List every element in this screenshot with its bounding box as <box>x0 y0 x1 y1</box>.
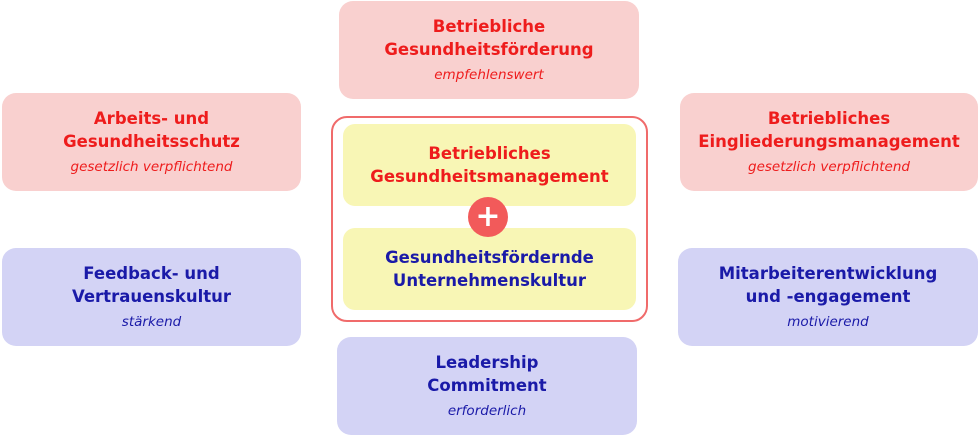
box-subtitle: motivierend <box>787 314 869 330</box>
box-betriebliches-gesundheitsmanagement: Betriebliches Gesundheitsmanagement <box>343 124 636 206</box>
box-title-line: Betriebliches <box>428 144 551 163</box>
box-subtitle: gesetzlich verpflichtend <box>748 159 910 175</box>
box-title-line: Eingliederungsmanagement <box>698 132 960 151</box>
box-title-line: Leadership <box>435 353 539 372</box>
box-betriebliche-gesundheitsfoerderung: Betriebliche Gesundheitsförderung empfeh… <box>339 1 639 99</box>
box-title-line: Vertrauenskultur <box>71 287 231 306</box>
box-title-line: Betriebliche <box>432 17 546 36</box>
box-title-line: Gesundheitsmanagement <box>370 167 609 186</box>
box-subtitle: stärkend <box>121 314 182 330</box>
box-title-line: und -engagement <box>745 287 911 306</box>
box-title-line: Gesundheitsschutz <box>63 132 240 151</box>
box-subtitle: erforderlich <box>447 403 527 419</box>
box-gesundheitsfoerdernde-unternehmenskultur: Gesundheitsfördernde Unternehmenskultur <box>343 228 636 310</box>
box-leadership-commitment: Leadership Commitment erforderlich <box>337 337 637 435</box>
box-title-line: Betriebliches <box>767 109 891 128</box>
box-title-line: Gesundheitsförderung <box>384 40 594 59</box>
box-feedback-und-vertrauenskultur: Feedback- und Vertrauenskultur stärkend <box>2 248 301 346</box>
box-betriebliches-eingliederungsmanagement: Betriebliches Eingliederungsmanagement g… <box>680 93 978 191</box>
box-mitarbeiterentwicklung: Mitarbeiterentwicklung und -engagement m… <box>678 248 978 346</box>
box-title-line: Feedback- und <box>83 264 220 283</box>
plus-icon: + <box>468 197 508 237</box>
box-title-line: Mitarbeiterentwicklung <box>718 264 938 283</box>
box-title-line: Unternehmenskultur <box>392 271 587 290</box>
box-subtitle: empfehlenswert <box>434 67 544 83</box>
box-title-line: Gesundheitsfördernde <box>385 248 594 267</box>
box-subtitle: gesetzlich verpflichtend <box>70 159 233 175</box>
box-title-line: Commitment <box>427 376 547 395</box>
box-title-line: Arbeits- und <box>93 109 210 128</box>
box-arbeits-und-gesundheitsschutz: Arbeits- und Gesundheitsschutz gesetzlic… <box>2 93 301 191</box>
